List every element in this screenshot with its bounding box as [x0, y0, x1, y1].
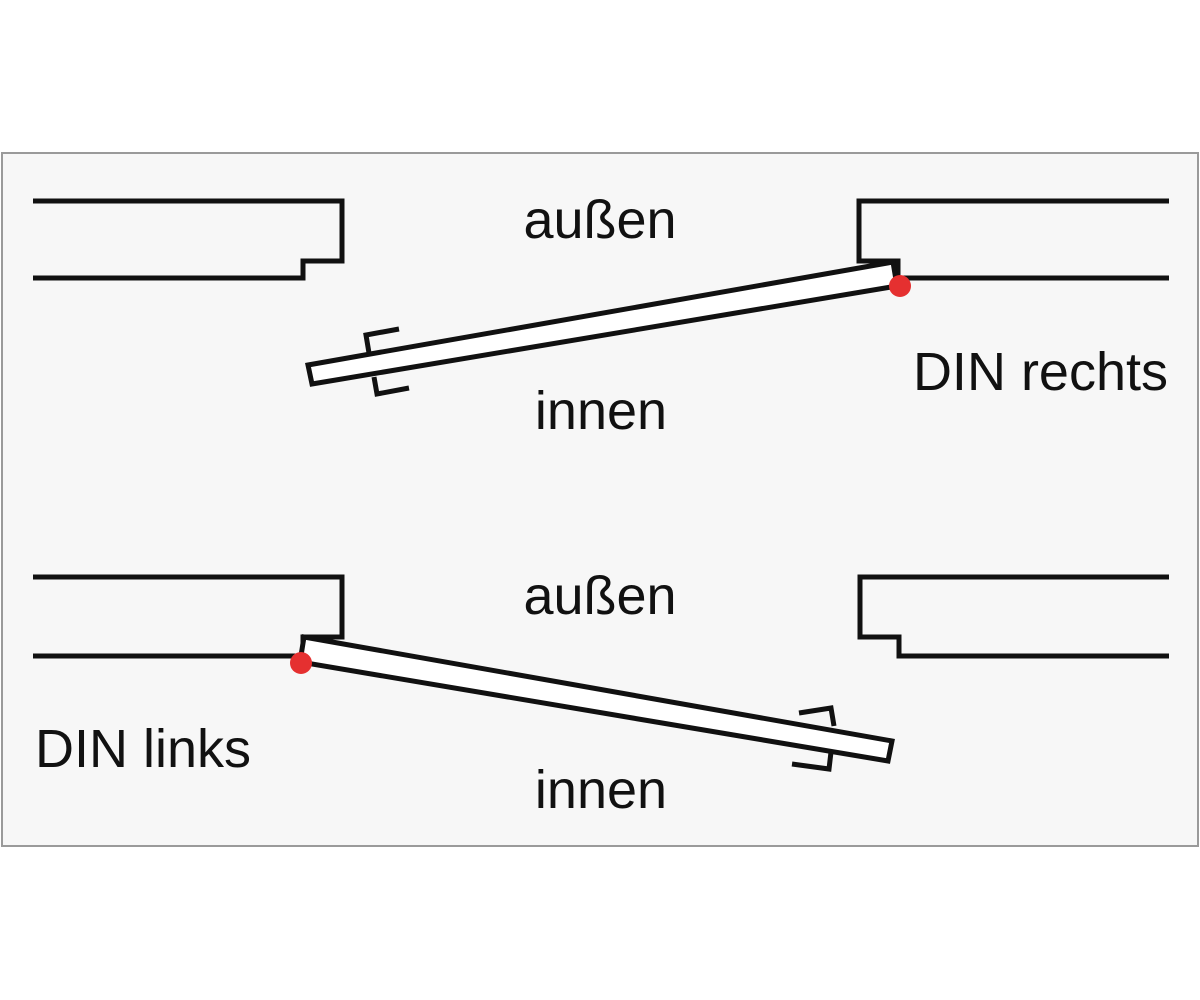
top-right-wall	[856, 198, 1169, 281]
bottom-left-wall	[33, 574, 345, 659]
bottom-hinge-dot	[290, 652, 312, 674]
bottom-outside-label: außen	[523, 566, 676, 626]
bottom-diagram: außen innen DIN links	[33, 566, 1169, 820]
top-din-label: DIN rechts	[913, 342, 1168, 402]
bottom-inside-label: innen	[535, 760, 667, 820]
top-left-wall	[33, 198, 345, 281]
bottom-door-handle-lower	[791, 751, 834, 772]
top-inside-label: innen	[535, 381, 667, 441]
bottom-din-label: DIN links	[35, 719, 251, 779]
bottom-door-handle-upper	[798, 705, 837, 727]
top-hinge-dot	[889, 275, 911, 297]
diagram-panel	[1, 152, 1199, 847]
bottom-right-wall	[857, 574, 1169, 659]
top-outside-label: außen	[523, 190, 676, 250]
top-diagram: außen innen DIN rechts	[33, 190, 1169, 441]
top-door-handle-lower	[371, 376, 410, 397]
top-door-handle-upper	[363, 326, 400, 354]
